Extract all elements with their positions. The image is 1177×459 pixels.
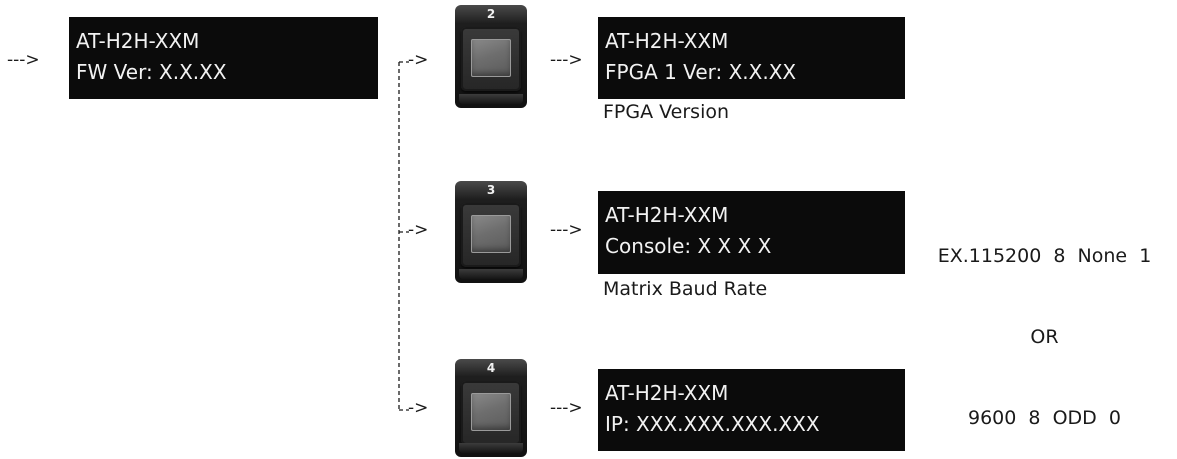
matrix-baud-rate-caption: Matrix Baud Rate bbox=[603, 278, 768, 300]
console-display-line2: Console: X X X X bbox=[605, 234, 772, 258]
branch-arrow-3: -> bbox=[408, 220, 429, 240]
button-3-key bbox=[471, 215, 511, 253]
ip-display-line2: IP: XXX.XXX.XXX.XXX bbox=[605, 412, 820, 436]
branch-arrow-2: -> bbox=[408, 50, 429, 70]
arrow-to-display-3: ---> bbox=[550, 220, 583, 240]
baud-rate-example: EX.115200 8 None 1 OR 9600 8 ODD 0 bbox=[912, 189, 1177, 459]
fpga-version-caption: FPGA Version bbox=[603, 101, 730, 123]
button-2[interactable]: 2 bbox=[455, 5, 527, 108]
example-line3: 9600 8 ODD 0 bbox=[968, 407, 1121, 429]
button-2-key bbox=[471, 39, 511, 77]
example-line1: EX.115200 8 None 1 bbox=[937, 245, 1152, 267]
arrow-to-display-2: ---> bbox=[550, 50, 583, 70]
console-display-line1: AT-H2H-XXM bbox=[605, 203, 729, 227]
button-3-number: 3 bbox=[486, 183, 496, 197]
start-display: AT-H2H-XXM FW Ver: X.X.XX bbox=[69, 17, 378, 99]
fpga-display-line2: FPGA 1 Ver: X.X.XX bbox=[605, 60, 797, 84]
start-display-line2: FW Ver: X.X.XX bbox=[76, 60, 227, 84]
fpga-display-line1: AT-H2H-XXM bbox=[605, 29, 729, 53]
button-4-number: 4 bbox=[486, 361, 496, 375]
ip-display-line1: AT-H2H-XXM bbox=[605, 381, 729, 405]
entry-arrow: ---> bbox=[7, 50, 40, 70]
arrow-to-display-4: ---> bbox=[550, 398, 583, 418]
example-line2: OR bbox=[1030, 326, 1059, 348]
fpga-version-display: AT-H2H-XXM FPGA 1 Ver: X.X.XX bbox=[598, 17, 905, 99]
branch-arrow-4: -> bbox=[408, 398, 429, 418]
button-3[interactable]: 3 bbox=[455, 181, 527, 283]
start-display-line1: AT-H2H-XXM bbox=[76, 29, 200, 53]
button-4[interactable]: 4 bbox=[455, 359, 527, 457]
ip-address-display: AT-H2H-XXM IP: XXX.XXX.XXX.XXX bbox=[598, 369, 905, 451]
console-baud-display: AT-H2H-XXM Console: X X X X bbox=[598, 191, 905, 274]
button-4-key bbox=[471, 393, 511, 431]
button-2-number: 2 bbox=[486, 7, 496, 21]
